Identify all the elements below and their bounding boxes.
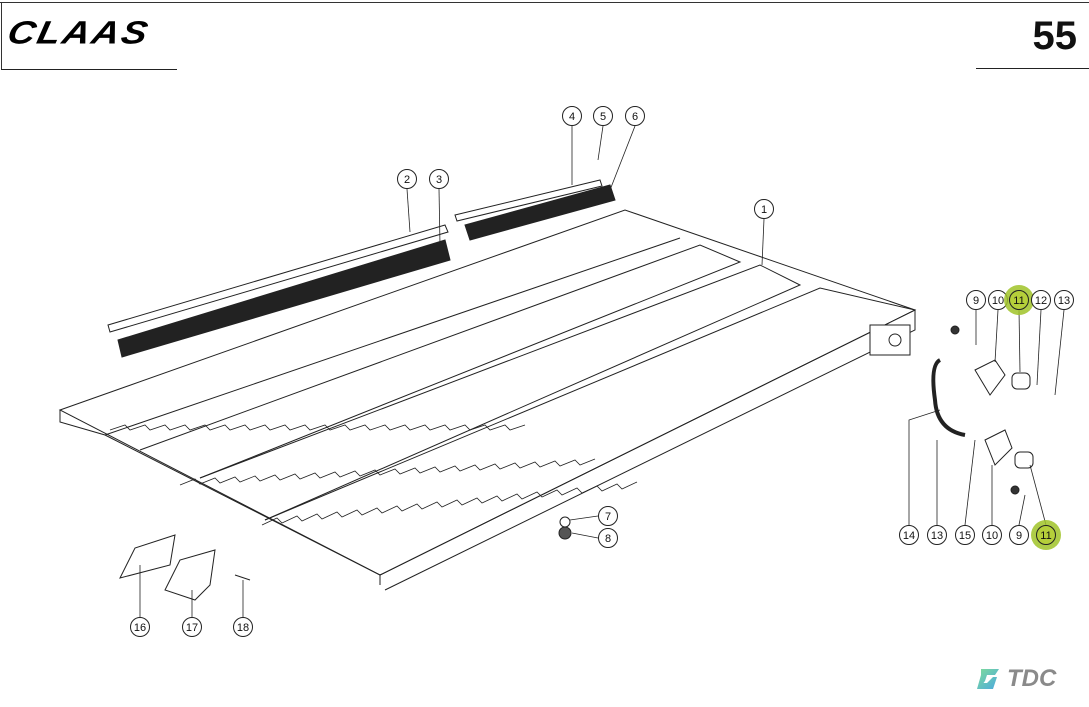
page-number: 55: [1032, 14, 1078, 58]
callout-5[interactable]: 5: [593, 106, 613, 126]
callout-11-top-highlighted[interactable]: 11: [1009, 290, 1029, 310]
callout-9-bottom[interactable]: 9: [1009, 525, 1029, 545]
page-frame-left: [1, 2, 2, 70]
callout-6[interactable]: 6: [625, 106, 645, 126]
strips: [107, 179, 616, 358]
callout-18[interactable]: 18: [233, 617, 253, 637]
page-frame-top: [0, 2, 1089, 3]
callout-3[interactable]: 3: [429, 169, 449, 189]
callout-13-bottom[interactable]: 13: [927, 525, 947, 545]
leader-lines: [139, 125, 1065, 617]
callout-1[interactable]: 1: [754, 199, 774, 219]
callout-10-bottom[interactable]: 10: [982, 525, 1002, 545]
callout-13-top[interactable]: 13: [1054, 290, 1074, 310]
tdc-logo-icon: [977, 669, 999, 689]
callout-14[interactable]: 14: [899, 525, 919, 545]
small-parts: [119, 325, 1034, 601]
tdc-watermark: TDC: [975, 665, 1056, 693]
callout-4[interactable]: 4: [562, 106, 582, 126]
header-rule-right: [976, 68, 1089, 69]
callout-2[interactable]: 2: [397, 169, 417, 189]
header-rule-left: [1, 69, 177, 70]
callout-15[interactable]: 15: [955, 525, 975, 545]
tray-assembly: [58, 209, 917, 591]
callout-7[interactable]: 7: [598, 506, 618, 526]
callout-17[interactable]: 17: [182, 617, 202, 637]
callout-9-top[interactable]: 9: [966, 290, 986, 310]
tdc-text: TDC: [1007, 665, 1057, 692]
callout-12[interactable]: 12: [1031, 290, 1051, 310]
callout-10-top[interactable]: 10: [988, 290, 1008, 310]
callout-8[interactable]: 8: [598, 528, 618, 548]
callout-11-bottom-highlighted[interactable]: 11: [1036, 525, 1056, 545]
callout-16[interactable]: 16: [130, 617, 150, 637]
